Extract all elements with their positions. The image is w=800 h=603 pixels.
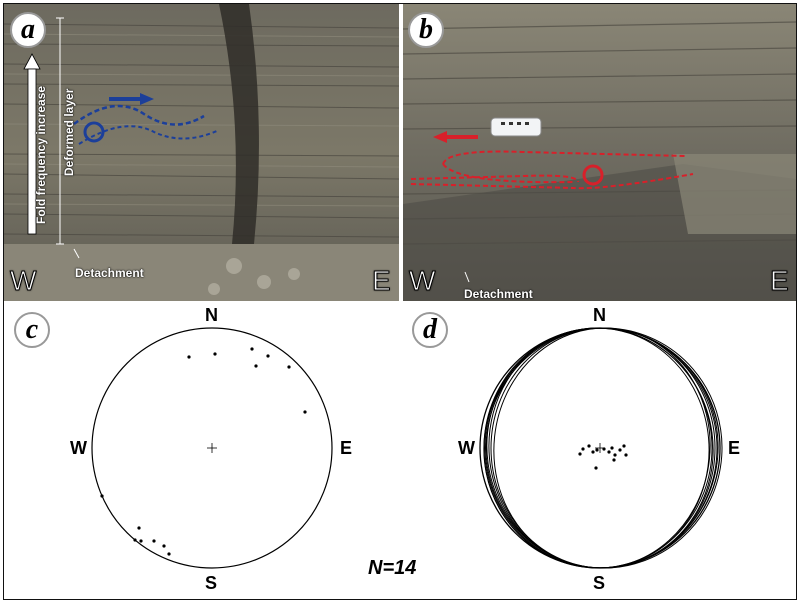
photo-b-illustration [403, 4, 796, 301]
stereonet-c-north: N [205, 305, 218, 325]
sample-count-label: N=14 [368, 557, 417, 579]
panel-label-d: d [412, 312, 448, 348]
photo-a-west: W [9, 265, 37, 297]
panel-label-a: a [10, 12, 46, 48]
deformed-layer-label: Deformed layer [62, 88, 76, 176]
stereonet-d-south: S [593, 573, 606, 593]
photo-b-west: W [408, 265, 436, 297]
field-photo-a [4, 4, 399, 301]
fold-frequency-label: Fold frequency increase [34, 85, 48, 224]
photo-a-east: E [372, 265, 392, 297]
field-photo-b [403, 4, 796, 301]
stereonet-d-north: N [593, 305, 606, 325]
stereonet-c-west: W [70, 438, 87, 458]
stereonet-d-east: E [728, 438, 741, 458]
photo-b-detachment-label: Detachment [464, 287, 533, 301]
panel-label-c: c [14, 312, 50, 348]
photo-b-east: E [770, 265, 790, 297]
stereonet-c-south: S [205, 573, 218, 593]
stereonet-d-west: W [458, 438, 475, 458]
panel-label-b: b [408, 12, 444, 48]
stereonet-c-east: E [340, 438, 353, 458]
photo-a-illustration [4, 4, 399, 301]
photo-a-detachment-label: Detachment [75, 266, 144, 280]
